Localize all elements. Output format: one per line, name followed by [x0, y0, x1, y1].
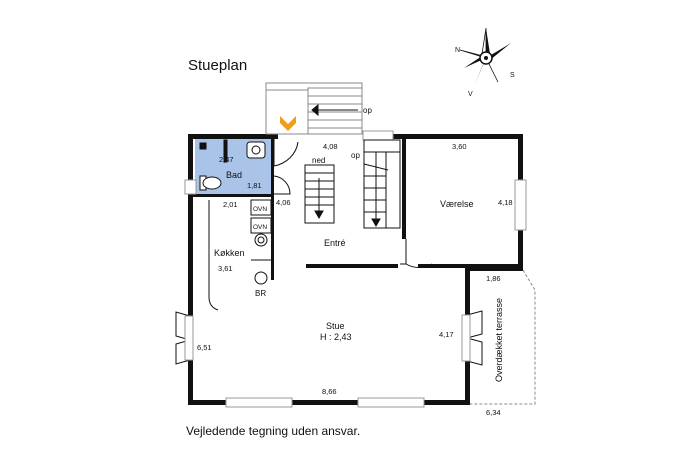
stair-up: [363, 139, 401, 229]
compass-n: N: [455, 47, 460, 54]
dim-201: 2,01: [223, 200, 238, 209]
room-stue-height: H : 2,43: [320, 332, 352, 342]
bathroom-fixtures: [199, 139, 266, 191]
stair-ned: ned: [312, 156, 325, 165]
compass-s: S: [510, 72, 515, 79]
compass-icon: [459, 27, 511, 86]
dim-417: 4,17: [439, 330, 454, 339]
doors: [175, 138, 483, 366]
room-vaerelse: Værelse: [440, 199, 474, 209]
dim-651: 6,51: [197, 343, 212, 352]
windows: [184, 130, 527, 408]
room-bad: Bad: [226, 170, 242, 180]
room-koekken: Køkken: [214, 248, 245, 258]
dim-186: 1,86: [486, 274, 501, 283]
dim-181: 1,81: [247, 181, 262, 190]
dim-866: 8,66: [322, 387, 337, 396]
plan-title: Stueplan: [188, 57, 248, 74]
entrance-steps: [265, 82, 363, 135]
room-entre: Entré: [324, 238, 346, 248]
stair-op-inner: op: [351, 151, 360, 160]
terrace-outline: [470, 269, 536, 405]
dim-361: 3,61: [218, 264, 233, 273]
appliance-ovn-2: OVN: [253, 224, 267, 231]
room-stue: Stue: [326, 321, 345, 331]
appliance-br: BR: [255, 289, 266, 298]
dim-406: 4,06: [276, 198, 291, 207]
stair-down: [304, 164, 335, 224]
kitchen-counter: [208, 199, 272, 311]
dim-634: 6,34: [486, 408, 501, 417]
entrance-arrow-icon: [280, 116, 296, 131]
dim-360: 3,60: [452, 142, 467, 151]
br-circle-icon: [254, 271, 268, 285]
dim-418: 4,18: [498, 198, 513, 207]
stair-op-top: op: [363, 106, 372, 115]
disclaimer: Vejledende tegning uden ansvar.: [186, 424, 361, 438]
compass-v: V: [468, 91, 473, 98]
interior-walls: [193, 134, 518, 280]
cooktop-icon: [254, 233, 268, 247]
dim-408: 4,08: [323, 142, 338, 151]
dim-247: 2,47: [219, 155, 234, 164]
appliance-ovn-1: OVN: [253, 206, 267, 213]
shower-icon: [199, 142, 207, 150]
room-terrasse: Overdækket terrasse: [494, 298, 504, 382]
